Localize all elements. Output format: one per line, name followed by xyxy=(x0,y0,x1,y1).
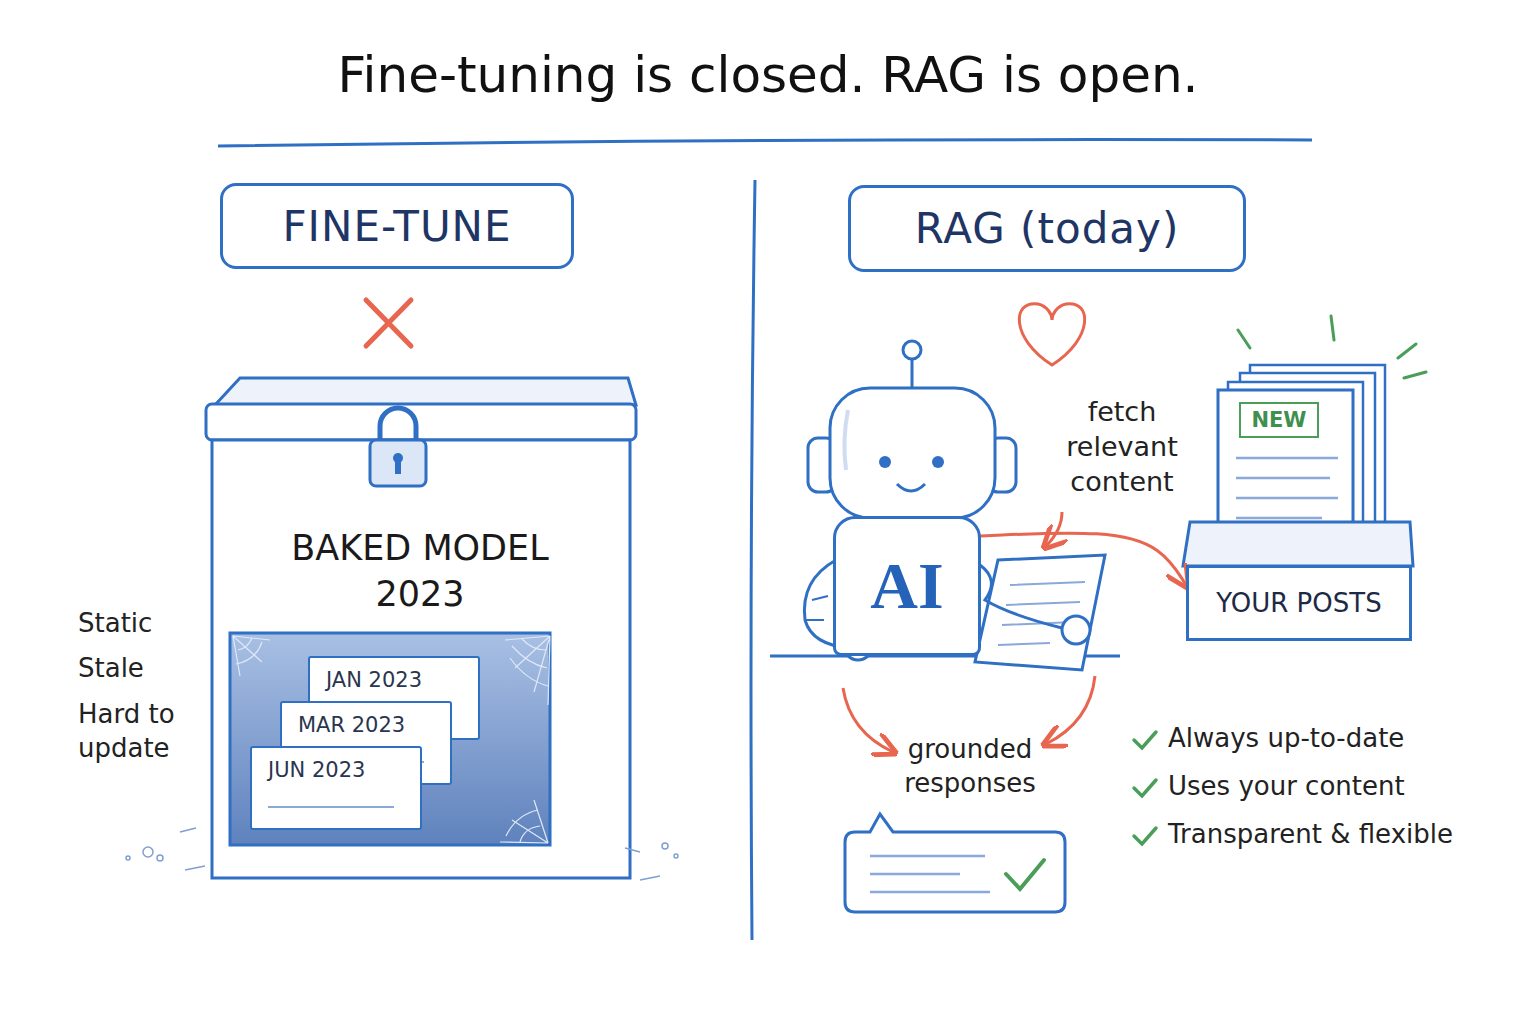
illustration-rect xyxy=(212,440,630,878)
note-label: fetch relevant content xyxy=(1044,394,1200,499)
illustration-path xyxy=(806,596,828,620)
illustration-path xyxy=(844,410,848,470)
illustration-path xyxy=(897,484,925,491)
robot-torso: AI xyxy=(833,516,981,656)
new-tag: NEW xyxy=(1239,402,1319,438)
illustration-path xyxy=(1134,732,1156,748)
illustration-rect xyxy=(370,440,426,486)
note-label: grounded responses xyxy=(892,733,1048,801)
illustration-path xyxy=(236,638,262,664)
illustration-path xyxy=(845,814,1065,912)
node-text: JUN 2023 xyxy=(268,758,365,782)
illustration-path xyxy=(233,636,270,676)
illustration-path xyxy=(870,856,990,892)
illustration-g xyxy=(1134,732,1156,844)
node-text: NEW xyxy=(1251,408,1306,432)
illustration-circle xyxy=(932,456,944,468)
note-label: Stale xyxy=(78,652,198,686)
illustration-path xyxy=(1046,512,1062,546)
illustration-circle xyxy=(1062,616,1090,644)
illustration-circle xyxy=(879,456,891,468)
illustration-path xyxy=(1006,860,1044,889)
note-label: Static xyxy=(78,607,198,641)
illustration-path xyxy=(843,688,893,752)
illustration-circle xyxy=(674,854,678,858)
illustration-line xyxy=(911,359,914,390)
illustration-path xyxy=(380,408,416,442)
illustration-circle xyxy=(157,855,163,861)
illustration-path xyxy=(1183,522,1413,566)
illustration-path xyxy=(215,378,636,405)
illustration-circle xyxy=(126,856,130,860)
note-label: Hard to update xyxy=(78,698,200,766)
illustration-path xyxy=(500,800,548,843)
diagram-title: Fine-tuning is closed. RAG is open. xyxy=(0,46,1536,104)
illustration-g xyxy=(233,636,550,843)
node-text: MAR 2023 xyxy=(298,713,405,737)
illustration-circle xyxy=(143,847,153,857)
illustration-rect xyxy=(230,633,550,845)
fetch-arrow xyxy=(981,533,1186,585)
note-label: Transparent & flexible xyxy=(1168,818,1508,852)
node-text: YOUR POSTS xyxy=(1216,588,1381,618)
note-label: Always up-to-date xyxy=(1168,722,1508,756)
illustration-circle xyxy=(903,341,921,359)
illustration-rect xyxy=(206,404,636,440)
illustration-path xyxy=(1134,780,1156,796)
illustration-path xyxy=(1019,304,1084,365)
illustration-path xyxy=(975,555,1105,670)
illustration-rect xyxy=(395,460,401,474)
illustration-path xyxy=(366,300,411,346)
note-label: Uses your content xyxy=(1168,770,1508,804)
node-text: AI xyxy=(870,548,943,624)
illustration-path xyxy=(506,810,540,842)
section-header: RAG (today) xyxy=(848,185,1246,272)
illustration-rect xyxy=(830,388,995,518)
section-header: FINE-TUNE xyxy=(220,183,574,269)
illustration-path xyxy=(751,180,755,940)
illustration-path xyxy=(218,140,1312,146)
illustration-path xyxy=(180,828,660,880)
illustration-path xyxy=(505,636,550,705)
illustration-path xyxy=(510,639,548,686)
node-text: BAKED MODEL 2023 xyxy=(255,526,585,617)
illustration-g xyxy=(126,828,678,880)
data-card: JUN 2023 xyxy=(250,746,422,830)
node-text: RAG (today) xyxy=(915,204,1180,253)
illustration-path xyxy=(980,565,1062,628)
illustration-path xyxy=(1134,828,1156,844)
illustration-circle xyxy=(662,843,668,849)
posts-box: YOUR POSTS xyxy=(1186,565,1412,641)
illustration-path xyxy=(1046,676,1095,744)
node-text: JAN 2023 xyxy=(326,668,422,692)
model-box: BAKED MODEL 2023JAN 2023MAR 2023JUN 2023 xyxy=(208,430,632,876)
node-text: FINE-TUNE xyxy=(282,202,511,251)
